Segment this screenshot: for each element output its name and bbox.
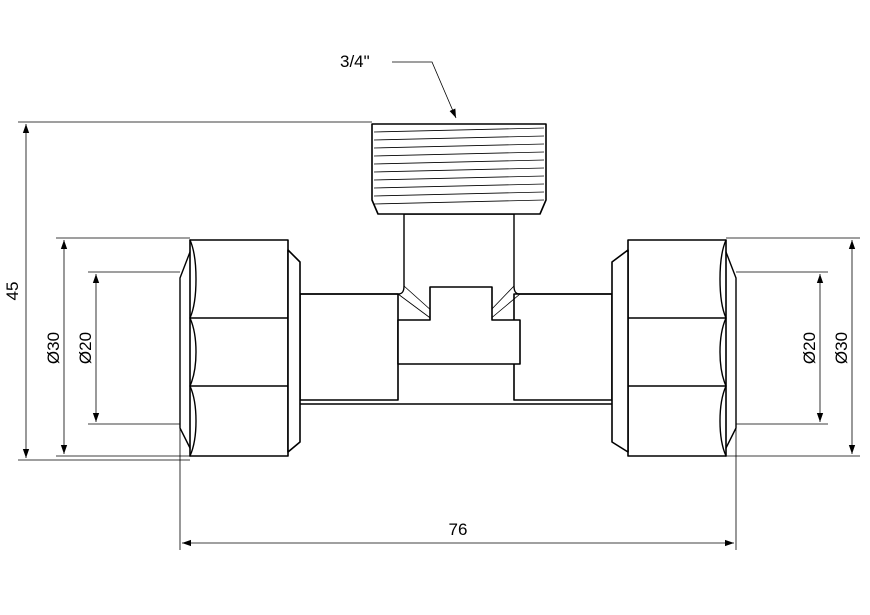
fitting-body: [299, 213, 613, 405]
left-pipe: [299, 293, 399, 401]
dimension-labels: 3/4" 45 Ø30 Ø20 Ø20 Ø30 76: [3, 52, 851, 539]
left-outer-extension-lines: [56, 237, 190, 457]
left-nut-face: [179, 251, 191, 449]
right-inner-diameter-label: Ø20: [800, 332, 819, 364]
right-pipe: [513, 293, 613, 401]
left-inner-extension-lines: [88, 271, 180, 425]
right-nut-collar: [611, 249, 629, 453]
right-outer-extension-lines: [726, 237, 860, 457]
thread-line: [373, 175, 545, 181]
thread-line: [373, 191, 545, 197]
left-nut-curves: [189, 239, 197, 457]
dimension-lines: [18, 61, 860, 550]
thread-block: [371, 123, 547, 215]
right-nut-flats: [627, 317, 727, 387]
thread-line: [373, 151, 545, 157]
left-inner-diameter-label: Ø20: [76, 332, 95, 364]
height-extension-lines: [18, 121, 372, 461]
thread-line: [373, 135, 545, 141]
right-outer-diameter-label: Ø30: [832, 332, 851, 364]
threaded-branch: [371, 123, 547, 215]
right-inner-extension-lines: [736, 271, 828, 425]
thread-lines: [373, 127, 545, 205]
thread-size-label: 3/4": [340, 52, 370, 71]
thread-line: [373, 199, 545, 205]
right-nut-face: [725, 251, 737, 449]
right-union-nut: [611, 239, 737, 457]
thread-leader: [392, 61, 457, 119]
pipe-top-outline: [299, 213, 613, 295]
left-nut-collar: [287, 249, 301, 453]
left-union-nut: [179, 239, 301, 457]
right-nut-curves: [719, 239, 727, 457]
thread-line: [373, 167, 545, 173]
left-outer-diameter-label: Ø30: [44, 332, 63, 364]
length-label: 76: [449, 520, 468, 539]
thread-line: [373, 143, 545, 149]
center-tee-mark: [397, 286, 521, 365]
height-label: 45: [3, 282, 22, 301]
right-fillet: [488, 285, 521, 321]
thread-line: [373, 183, 545, 189]
left-fillet: [397, 285, 434, 321]
length-extension-lines: [179, 428, 737, 550]
thread-line: [373, 159, 545, 165]
right-nut-body: [627, 239, 727, 457]
left-nut-body: [189, 239, 289, 457]
left-nut-flats: [189, 317, 289, 387]
thread-line: [373, 127, 545, 133]
